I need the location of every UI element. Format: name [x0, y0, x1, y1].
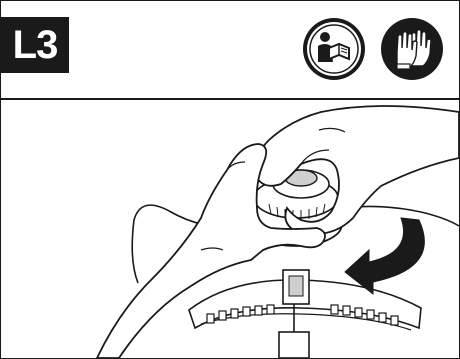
upper-hand — [255, 106, 459, 234]
trimmer-illustration — [1, 100, 459, 358]
read-manual-icon — [303, 18, 365, 80]
trimmer-guard — [189, 270, 421, 358]
panel-header: L3 — [1, 1, 459, 100]
rotation-arrow-icon — [345, 218, 424, 294]
step-label: L3 — [1, 17, 69, 73]
wear-gloves-icon — [381, 18, 443, 80]
